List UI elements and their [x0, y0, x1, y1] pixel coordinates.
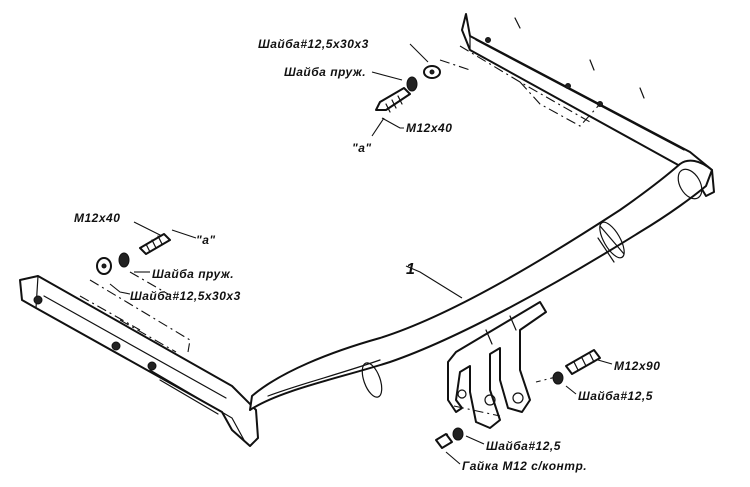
washer-bottom-icon: [452, 427, 464, 441]
fasteners-left: [96, 233, 171, 275]
hitch-mount-plate: [447, 301, 547, 429]
label-washer-bottom: Шайба#12,5: [486, 439, 561, 453]
nut-bottom-icon: [435, 433, 453, 449]
spring-washer-top-icon: [406, 76, 418, 92]
bolt-top-icon: [375, 87, 411, 113]
left-side-bracket: [19, 275, 259, 447]
label-bolt-left: M12x40: [74, 211, 120, 225]
fasteners-top: [375, 65, 441, 113]
label-part-number: 1: [406, 261, 415, 278]
main-cross-beam: [249, 159, 713, 411]
fasteners-right: [552, 349, 601, 385]
right-side-bracket: [461, 13, 715, 197]
callout-labels: Шайба#12,5x30x3 Шайба пруж. M12x40 "a" M…: [74, 37, 660, 473]
label-washer-right: Шайба#12,5: [578, 389, 653, 403]
label-nut-bottom: Гайка М12 с/контр.: [462, 459, 587, 473]
fasteners-bottom: [435, 427, 464, 449]
bolt-right-icon: [565, 349, 601, 375]
label-bolt-top: M12x40: [406, 121, 452, 135]
leader-lines: [109, 43, 613, 465]
label-spring-washer-top: Шайба пруж.: [284, 65, 366, 79]
spring-washer-left-icon: [118, 252, 130, 268]
label-mark-a-left: "a": [196, 233, 216, 247]
bolt-left-icon: [139, 233, 171, 255]
washer-right-icon: [552, 371, 564, 385]
label-washer-left: Шайба#12,5x30x3: [130, 289, 241, 303]
label-spring-washer-left: Шайба пруж.: [152, 267, 234, 281]
label-mark-a-top: "a": [352, 141, 372, 155]
label-bolt-right: M12x90: [614, 359, 660, 373]
label-washer-top: Шайба#12,5x30x3: [258, 37, 369, 51]
